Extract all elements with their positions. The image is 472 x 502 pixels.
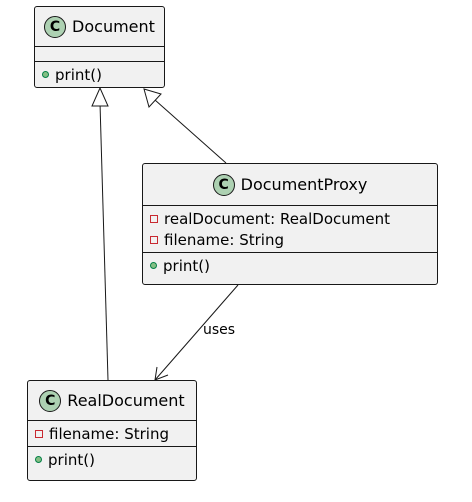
public-visibility-icon <box>42 71 49 78</box>
public-visibility-icon <box>150 262 157 269</box>
private-visibility-icon <box>35 429 43 438</box>
inheritance-line-realdocument-document <box>99 102 109 381</box>
method-item: print() <box>35 449 196 470</box>
uses-label: uses <box>203 322 236 338</box>
class-icon: C <box>212 173 235 196</box>
class-header: C RealDocument <box>28 381 196 421</box>
fields-section <box>35 47 164 62</box>
class-icon: C <box>39 389 62 412</box>
fields-section: filename: String <box>28 421 196 447</box>
methods-section: print() <box>28 447 196 472</box>
field-item: realDocument: RealDocument <box>150 208 437 229</box>
class-icon: C <box>44 15 67 38</box>
class-document-proxy[interactable]: C DocumentProxy realDocument: RealDocume… <box>142 163 438 285</box>
fields-section: realDocument: RealDocument filename: Str… <box>143 206 437 253</box>
inheritance-arrowhead-documentproxy <box>143 88 162 108</box>
methods-section: print() <box>143 253 437 278</box>
class-header: C DocumentProxy <box>143 164 437 206</box>
class-name: RealDocument <box>67 390 185 410</box>
class-real-document[interactable]: C RealDocument filename: String print() <box>27 380 197 481</box>
class-name: Document <box>72 16 155 36</box>
public-visibility-icon <box>35 456 42 463</box>
method-item: print() <box>42 64 164 85</box>
private-visibility-icon <box>150 214 158 223</box>
field-item: filename: String <box>150 229 437 250</box>
class-name: DocumentProxy <box>240 174 368 194</box>
uses-line <box>154 284 239 381</box>
class-header: C Document <box>35 7 164 47</box>
method-item: print() <box>150 255 437 276</box>
inheritance-arrowhead-realdocument <box>91 86 109 107</box>
methods-section: print() <box>35 62 164 87</box>
inheritance-line-documentproxy-document <box>154 99 227 164</box>
field-item: filename: String <box>35 423 196 444</box>
private-visibility-icon <box>150 235 158 244</box>
class-document[interactable]: C Document print() <box>34 6 165 88</box>
